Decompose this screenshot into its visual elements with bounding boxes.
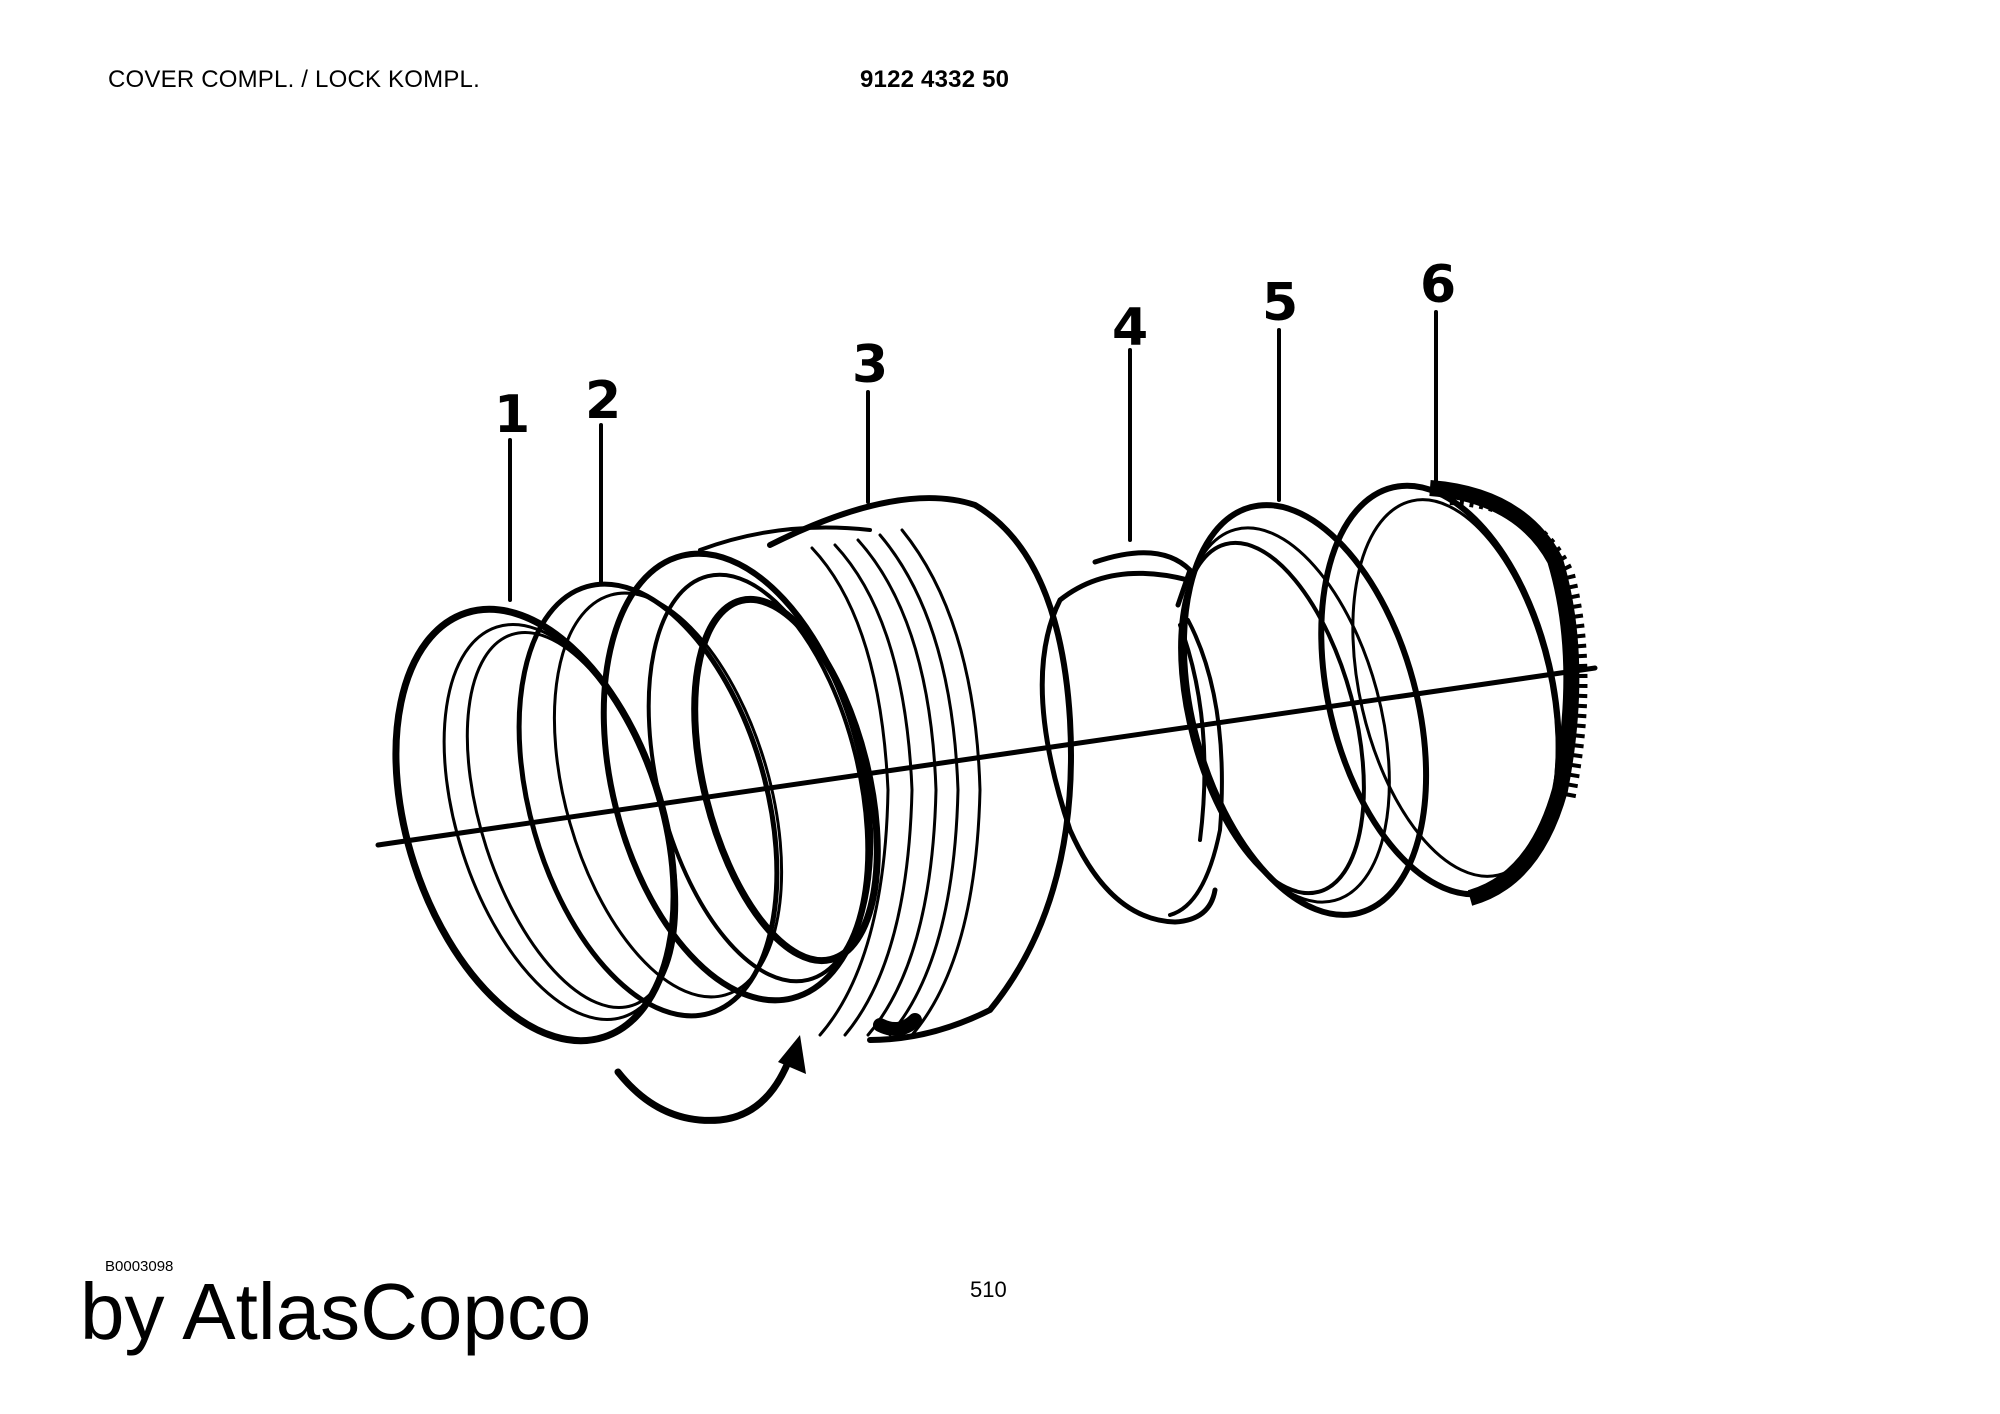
callout-6: 6 bbox=[1420, 255, 1456, 315]
callout-1: 1 bbox=[494, 385, 530, 445]
page-number: 510 bbox=[970, 1277, 1007, 1302]
callout-leaders bbox=[508, 310, 1438, 602]
part-number: 9122 4332 50 bbox=[860, 66, 1010, 93]
part-2-seal-ring bbox=[516, 581, 784, 1019]
part-3-cover-body bbox=[600, 495, 1074, 1043]
callout-4: 4 bbox=[1112, 298, 1148, 358]
part-4-split-ring bbox=[1039, 550, 1224, 925]
callout-3: 3 bbox=[852, 335, 888, 395]
drawing-id: B0003098 bbox=[105, 1258, 174, 1275]
part-5-ring bbox=[1178, 502, 1430, 918]
brand-footer: by AtlasCopco bbox=[80, 1267, 592, 1356]
document-title: COVER COMPL. / LOCK KOMPL. bbox=[108, 66, 480, 93]
callout-5: 5 bbox=[1262, 273, 1298, 333]
part-6-seal bbox=[1318, 480, 1588, 906]
center-axis-line bbox=[375, 665, 1598, 848]
rotation-arrow bbox=[614, 1035, 806, 1124]
callout-2: 2 bbox=[585, 371, 621, 431]
